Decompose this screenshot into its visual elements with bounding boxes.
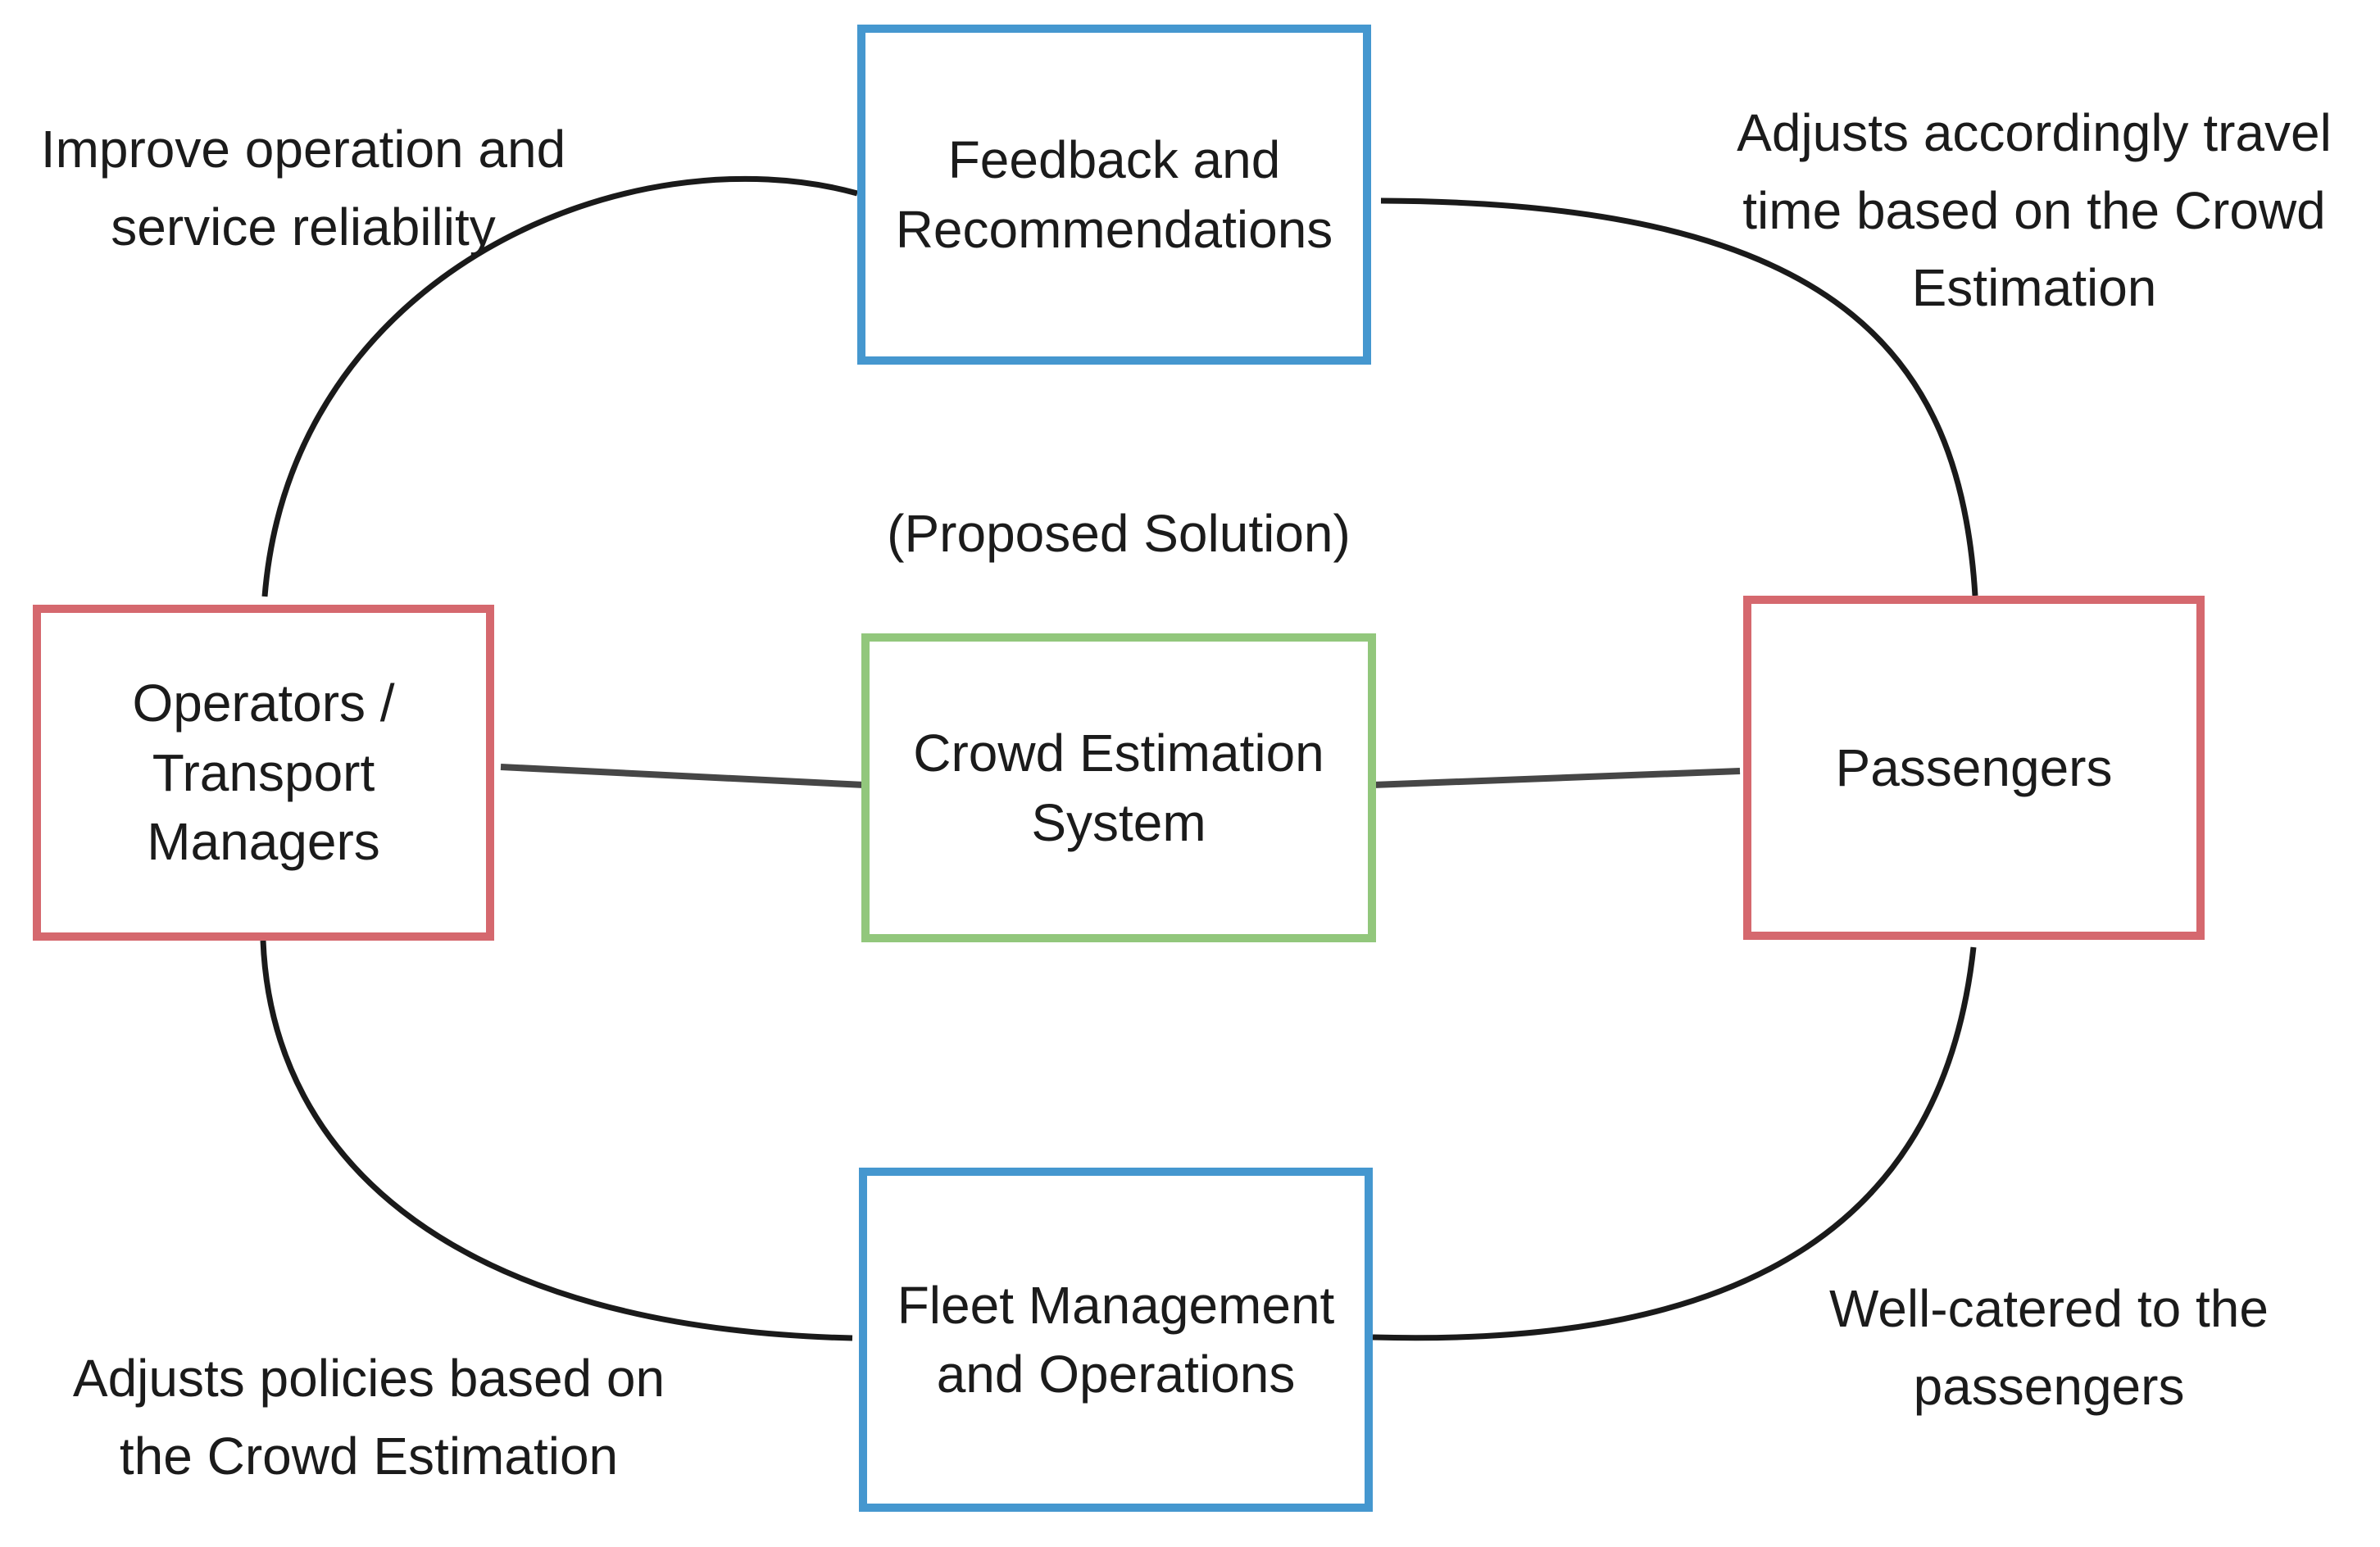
node-operators: Operators / Transport Managers — [33, 605, 494, 941]
annotation-adjusts-policies: Adjusts policies based on the Crowd Esti… — [72, 1349, 665, 1486]
arrow-fleet-to-passengers — [1372, 946, 1977, 1341]
arrow-feedback-to-operators — [261, 175, 858, 597]
arrow-crowd-to-operators — [500, 764, 865, 788]
arrow-operators-to-fleet — [260, 940, 853, 1341]
arrow-passengers-to-feedback — [1380, 197, 1978, 597]
node-crowd-estimation-system: Crowd Estimation System — [861, 633, 1376, 942]
node-fleet-management: Fleet Management and Operations — [859, 1168, 1373, 1512]
node-operators-label: Operators / Transport Managers — [132, 674, 395, 872]
node-feedback-label: Feedback and Recommendations — [895, 130, 1333, 259]
annotation-well-catered: Well-catered to the passengers — [1829, 1279, 2269, 1416]
annotation-adjusts-travel-time: Adjusts accordingly travel time based on… — [1737, 103, 2332, 318]
node-fleet-label: Fleet Management and Operations — [897, 1275, 1335, 1404]
node-crowd-label: Crowd Estimation System — [913, 724, 1324, 852]
node-feedback: Feedback and Recommendations — [857, 25, 1371, 365]
arrow-crowd-to-passengers — [1372, 768, 1741, 788]
node-passengers: Passengers — [1743, 596, 2205, 940]
node-passengers-label: Passengers — [1835, 737, 2113, 797]
proposed-solution-caption: (Proposed Solution) — [887, 504, 1351, 563]
annotation-improve-operation: Improve operation and service reliabilit… — [40, 120, 566, 256]
